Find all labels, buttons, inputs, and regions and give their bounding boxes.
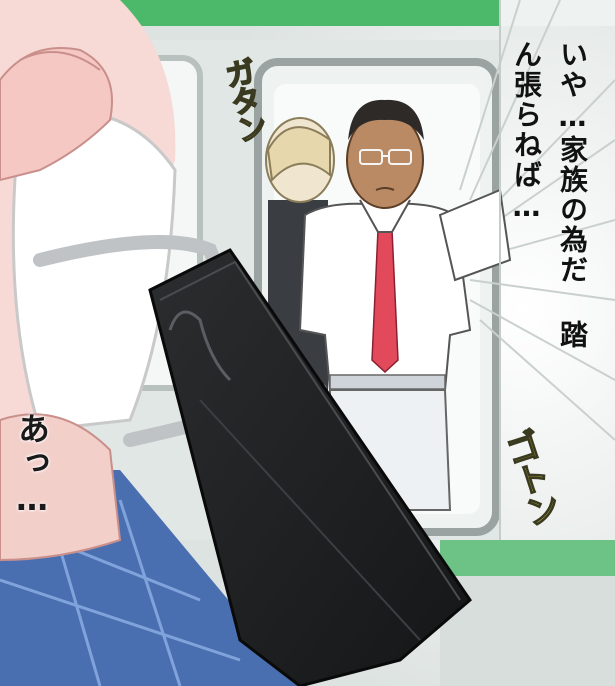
thought-line-1: いや…家族の為だ — [556, 40, 589, 285]
black-school-bag — [148, 248, 472, 686]
schoolgirl-foreground — [0, 0, 300, 686]
thought-line-2: 踏ん張らねば… — [510, 40, 589, 350]
sigh-text: あっ… — [13, 412, 51, 520]
thought-text: いや…家族の為だ 踏ん張らねば… — [503, 40, 595, 360]
train-green-stripe-bottom — [440, 540, 615, 576]
speed-lines — [459, 0, 615, 441]
salaryman — [298, 99, 512, 511]
